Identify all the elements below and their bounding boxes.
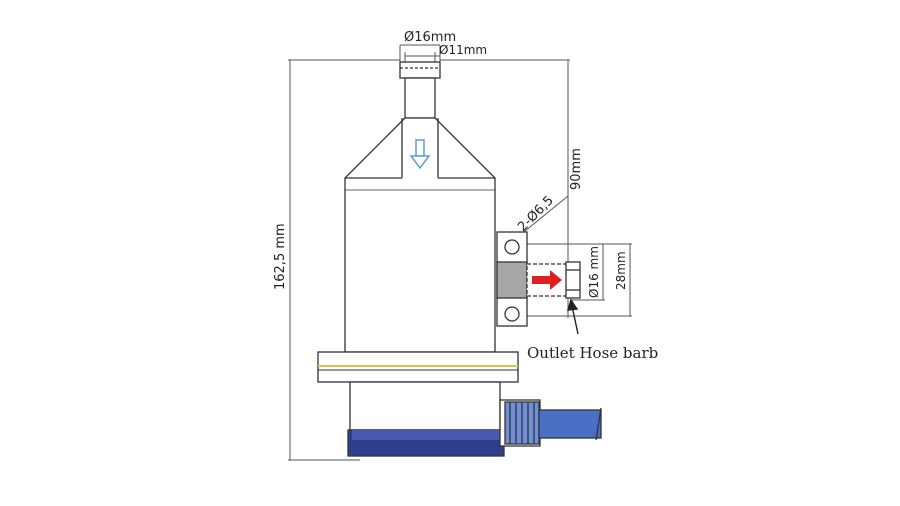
- mount-hole-top: [504, 239, 520, 255]
- flow-arrow-inlet: [409, 139, 431, 170]
- power-cable: [499, 399, 602, 447]
- lower-body: [349, 381, 501, 431]
- outlet-diameter-label: Ø16 mm: [587, 246, 601, 298]
- outlet-hose-barb: [565, 261, 581, 299]
- pump-body: [317, 61, 602, 457]
- top-outer-diameter-label: Ø16mm: [404, 30, 456, 45]
- total-height-label: 162,5 mm: [273, 223, 288, 290]
- mount-holes-label: 2-Ø6,5: [515, 193, 557, 235]
- outlet-clamp: [496, 231, 581, 327]
- inlet-nozzle: [399, 61, 441, 79]
- outlet-hose-barb-label: Outlet Hose barb: [527, 344, 658, 362]
- mount-hole-bottom: [504, 306, 520, 322]
- top-inner-diameter-label: Ø11mm: [439, 43, 487, 57]
- mount-spacing-label: 90mm: [569, 148, 584, 190]
- outlet-offset-label: 28mm: [614, 251, 628, 290]
- flow-arrow-outlet: [532, 270, 562, 290]
- outlet-label-leader: [567, 298, 579, 335]
